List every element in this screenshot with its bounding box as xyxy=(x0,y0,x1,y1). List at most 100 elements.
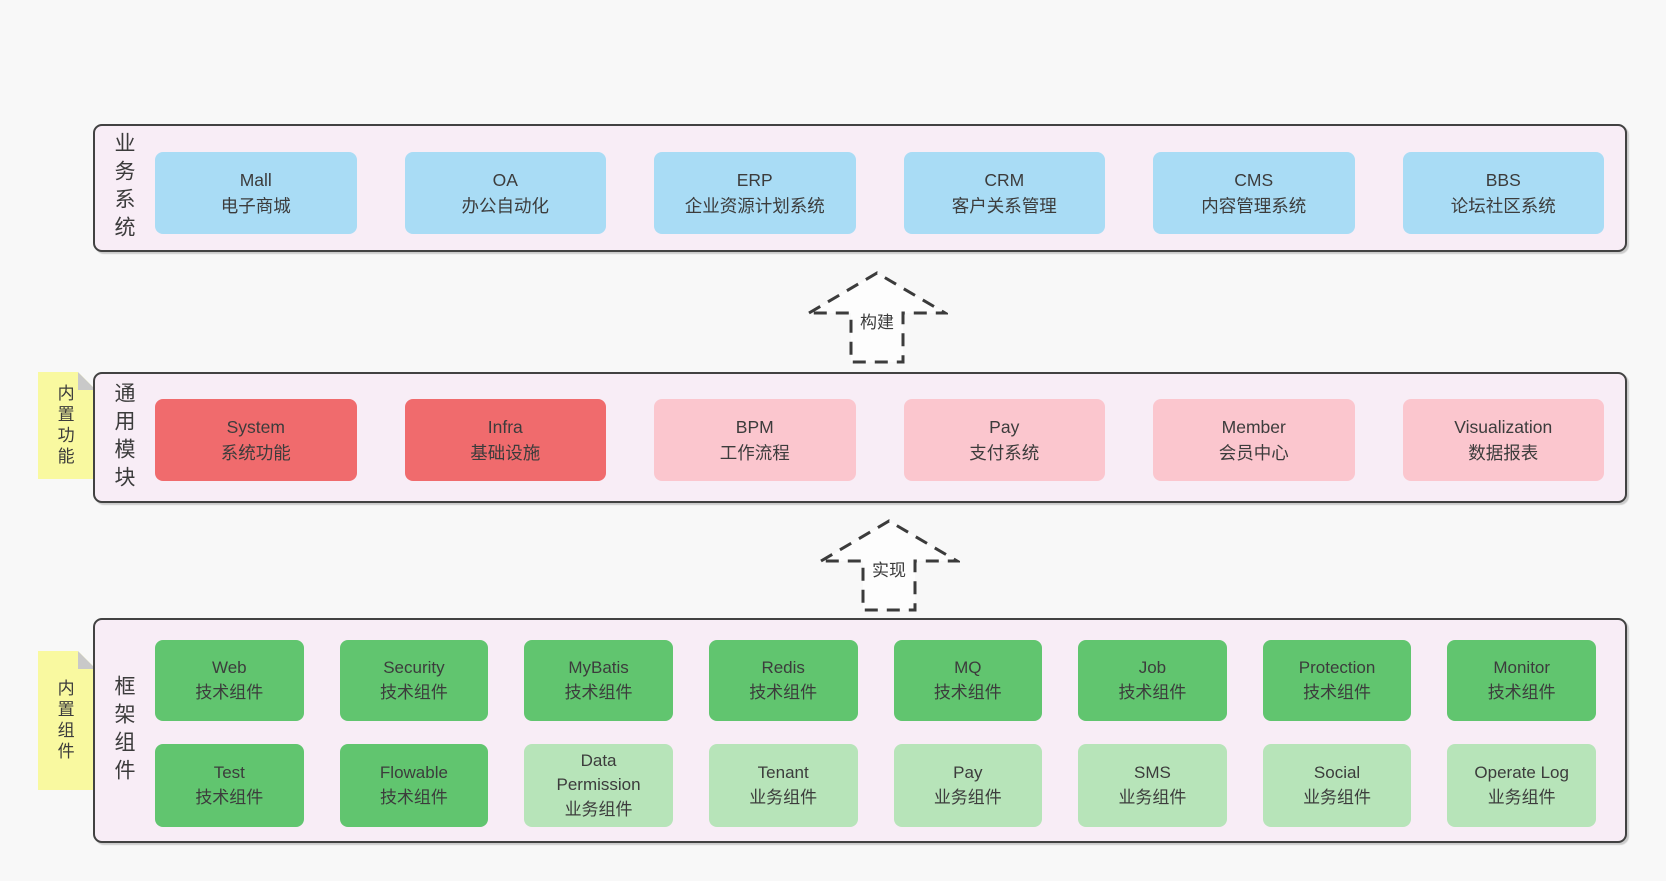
box-desc: 技术组件 xyxy=(379,787,448,807)
box-name: Pay xyxy=(953,762,983,782)
box-name: ERP xyxy=(736,169,773,190)
sticky-note-built-in-functions: 内置功能 xyxy=(38,372,96,479)
box-desc: 支付系统 xyxy=(969,443,1040,463)
box-infra: Infra 基础设施 xyxy=(404,399,606,481)
sticky-note-label: 内置组件 xyxy=(54,678,74,763)
box-desc: 技术组件 xyxy=(564,682,633,702)
box-sms: SMS 业务组件 xyxy=(1078,744,1227,827)
band-common-modules: 通用模块 System 系统功能 Infra 基础设施 BPM 工作流程 Pay… xyxy=(93,372,1627,503)
box-desc: 系统功能 xyxy=(220,443,291,463)
box-name: Mall xyxy=(239,169,272,190)
band-modules-label: 通用模块 xyxy=(112,381,135,494)
arrow-implement-label: 实现 xyxy=(869,556,909,581)
box-desc: 技术组件 xyxy=(1118,682,1187,702)
components-box-row-2: Test 技术组件 Flowable 技术组件 Data Permission … xyxy=(155,744,1596,827)
box-name: BBS xyxy=(1485,169,1521,190)
box-oa: OA 办公自动化 xyxy=(404,152,606,234)
box-data-permission: Data Permission 业务组件 xyxy=(524,744,673,827)
box-name: System xyxy=(226,416,285,437)
box-operate-log: Operate Log 业务组件 xyxy=(1447,744,1596,827)
box-name: MQ xyxy=(954,657,982,677)
box-desc: 内容管理系统 xyxy=(1201,196,1307,216)
modules-box-row: System 系统功能 Infra 基础设施 BPM 工作流程 Pay 支付系统… xyxy=(155,399,1604,481)
box-name: Member xyxy=(1221,416,1286,437)
business-box-row: Mall 电子商城 OA 办公自动化 ERP 企业资源计划系统 CRM 客户关系… xyxy=(155,152,1604,234)
arrow-build: 构建 xyxy=(806,268,948,366)
box-web: Web 技术组件 xyxy=(155,640,304,721)
box-visualization: Visualization 数据报表 xyxy=(1402,399,1604,481)
box-name: CMS xyxy=(1234,169,1274,190)
box-desc: 基础设施 xyxy=(470,443,541,463)
box-bbs: BBS 论坛社区系统 xyxy=(1402,152,1604,234)
box-protection: Protection 技术组件 xyxy=(1262,640,1412,721)
box-name: MyBatis xyxy=(568,657,629,677)
sticky-note-built-in-components: 内置组件 xyxy=(38,651,96,790)
components-box-row-1: Web 技术组件 Security 技术组件 MyBatis 技术组件 Redi… xyxy=(155,640,1596,721)
box-desc: 业务组件 xyxy=(1118,787,1187,807)
box-monitor: Monitor 技术组件 xyxy=(1447,640,1596,721)
box-desc: 技术组件 xyxy=(379,682,448,702)
box-name: OA xyxy=(492,169,518,190)
arrow-implement: 实现 xyxy=(818,516,960,614)
band-components-label: 框架组件 xyxy=(112,674,135,787)
box-name: Infra xyxy=(487,416,523,437)
box-desc: 办公自动化 xyxy=(461,196,550,216)
band-business-systems: 业务系统 Mall 电子商城 OA 办公自动化 ERP 企业资源计划系统 CRM… xyxy=(93,124,1627,252)
box-name: Redis xyxy=(761,657,805,677)
box-name: Tenant xyxy=(757,762,809,782)
box-name: Pay xyxy=(989,416,1020,437)
box-test: Test 技术组件 xyxy=(155,744,304,827)
box-pay: Pay 支付系统 xyxy=(903,399,1105,481)
box-desc: 企业资源计划系统 xyxy=(684,196,825,216)
box-desc: 数据报表 xyxy=(1468,443,1539,463)
box-name: Monitor xyxy=(1493,657,1551,677)
box-desc: 业务组件 xyxy=(1303,787,1372,807)
box-name: Security xyxy=(383,657,445,677)
box-name: Social xyxy=(1313,762,1361,782)
box-cms: CMS 内容管理系统 xyxy=(1153,152,1355,234)
sticky-note-label: 内置功能 xyxy=(54,383,74,468)
box-mybatis: MyBatis 技术组件 xyxy=(524,640,673,721)
box-desc: 业务组件 xyxy=(1487,787,1556,807)
box-name: Web xyxy=(211,657,247,677)
box-desc: 业务组件 xyxy=(564,799,633,819)
box-mq: MQ 技术组件 xyxy=(893,640,1043,721)
box-desc: 工作流程 xyxy=(719,443,790,463)
box-mall: Mall 电子商城 xyxy=(155,152,357,234)
band-business-label: 业务系统 xyxy=(112,132,135,244)
box-name: Data Permission xyxy=(556,750,641,795)
box-social: Social 业务组件 xyxy=(1262,744,1412,827)
box-tenant: Tenant 业务组件 xyxy=(708,744,858,827)
box-job: Job 技术组件 xyxy=(1078,640,1227,721)
box-name: Protection xyxy=(1298,657,1376,677)
box-desc: 客户关系管理 xyxy=(951,196,1057,216)
box-desc: 技术组件 xyxy=(933,682,1002,702)
arrow-build-label: 构建 xyxy=(857,308,897,333)
box-desc: 技术组件 xyxy=(749,682,818,702)
box-redis: Redis 技术组件 xyxy=(708,640,858,721)
box-name: Test xyxy=(213,762,245,782)
box-desc: 技术组件 xyxy=(1303,682,1372,702)
box-name: Flowable xyxy=(379,762,448,782)
box-desc: 电子商城 xyxy=(220,196,291,216)
box-desc: 技术组件 xyxy=(195,682,264,702)
box-name: BPM xyxy=(735,416,774,437)
box-desc: 技术组件 xyxy=(1487,682,1556,702)
box-name: Job xyxy=(1138,657,1167,677)
band-framework-components: 框架组件 Web 技术组件 Security 技术组件 MyBatis 技术组件… xyxy=(93,618,1627,843)
box-bpm: BPM 工作流程 xyxy=(654,399,856,481)
box-system: System 系统功能 xyxy=(155,399,357,481)
box-security: Security 技术组件 xyxy=(339,640,489,721)
box-desc: 会员中心 xyxy=(1218,443,1289,463)
box-pay-business: Pay 业务组件 xyxy=(893,744,1043,827)
box-desc: 业务组件 xyxy=(749,787,818,807)
box-crm: CRM 客户关系管理 xyxy=(903,152,1105,234)
box-name: Visualization xyxy=(1454,416,1553,437)
box-flowable: Flowable 技术组件 xyxy=(339,744,489,827)
box-name: CRM xyxy=(984,169,1025,190)
box-name: SMS xyxy=(1134,762,1171,782)
box-desc: 论坛社区系统 xyxy=(1450,196,1556,216)
box-desc: 技术组件 xyxy=(195,787,264,807)
box-member: Member 会员中心 xyxy=(1153,399,1355,481)
